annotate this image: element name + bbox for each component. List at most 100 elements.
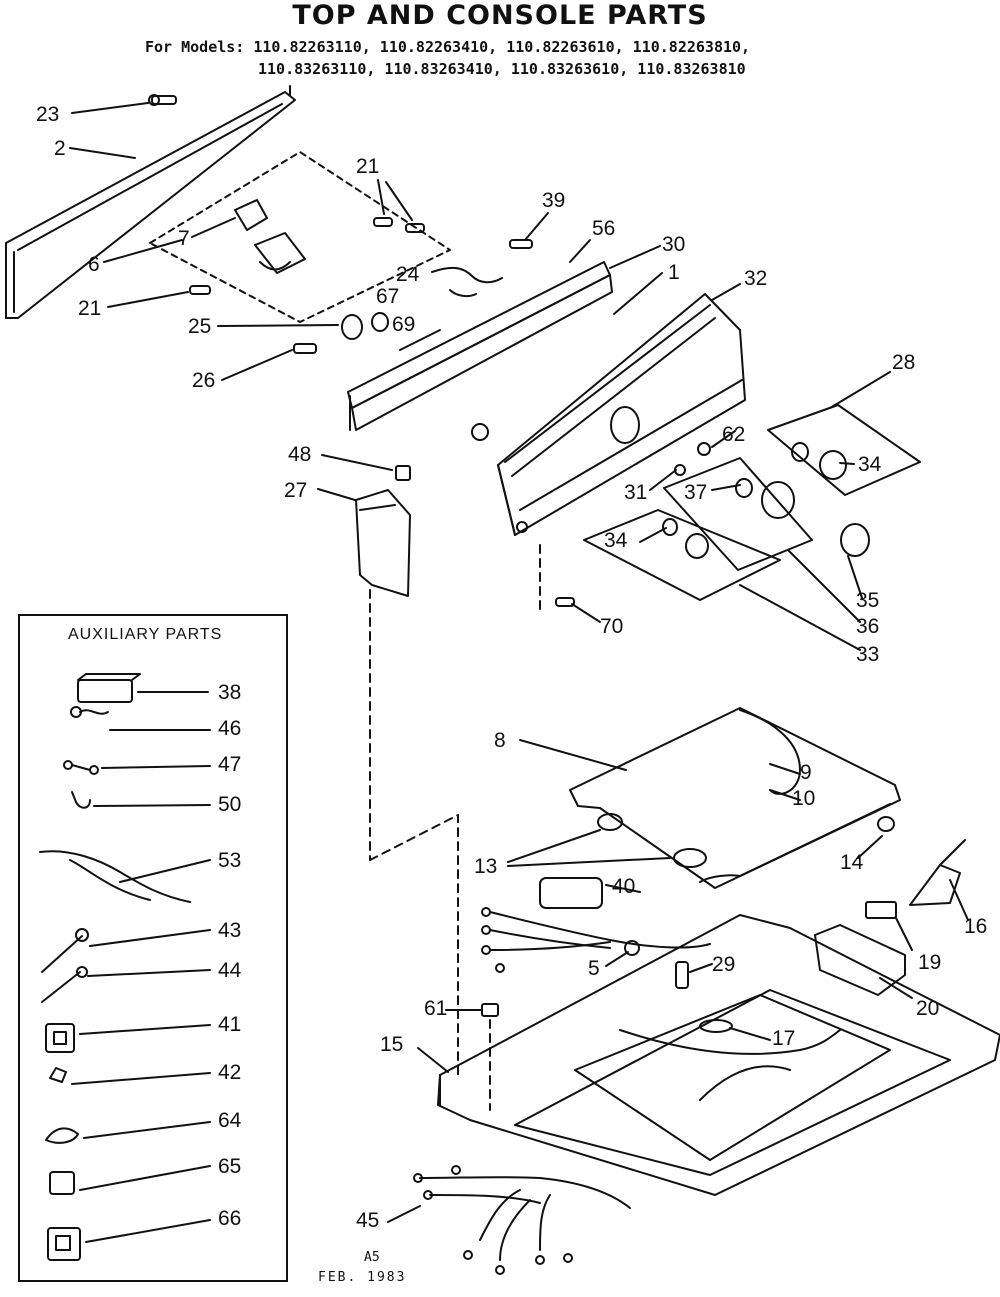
callout-15: 15 bbox=[380, 1033, 404, 1056]
aux-part-53 bbox=[39, 850, 191, 903]
callout-10: 10 bbox=[792, 787, 816, 810]
aux-callout-53: 53 bbox=[218, 849, 242, 872]
aux-callout-43: 43 bbox=[218, 919, 242, 942]
callout-31: 31 bbox=[624, 481, 648, 504]
callout-13: 13 bbox=[474, 855, 498, 878]
callout-26: 26 bbox=[192, 369, 216, 392]
end-cap-27 bbox=[355, 489, 411, 597]
screw-26 bbox=[293, 343, 317, 354]
aux-part-43 bbox=[41, 928, 89, 973]
aux-callout-44: 44 bbox=[218, 959, 242, 982]
aux-callout-46: 46 bbox=[218, 717, 242, 740]
callout-61: 61 bbox=[424, 997, 448, 1020]
callout-36: 36 bbox=[856, 615, 880, 638]
aux-part-50 bbox=[71, 791, 91, 809]
wire-harness-40 bbox=[481, 877, 711, 973]
models-line-1: For Models: 110.82263110, 110.82263410, … bbox=[145, 38, 751, 56]
knob-group-33 bbox=[583, 509, 781, 601]
callout-16: 16 bbox=[964, 915, 988, 938]
aux-part-47 bbox=[63, 760, 99, 775]
callout-35: 35 bbox=[856, 589, 880, 612]
callout-28: 28 bbox=[892, 351, 916, 374]
auxiliary-parts-box bbox=[18, 614, 288, 1282]
console-panel-32 bbox=[471, 293, 746, 536]
callout-32: 32 bbox=[744, 267, 768, 290]
callout-9: 9 bbox=[800, 761, 812, 784]
console-bracket-30 bbox=[347, 261, 613, 431]
callout-37: 37 bbox=[684, 481, 708, 504]
callout-39: 39 bbox=[542, 189, 566, 212]
auxiliary-parts-title: AUXILIARY PARTS bbox=[68, 626, 223, 643]
aux-part-46 bbox=[70, 706, 109, 718]
callout-6: 6 bbox=[88, 253, 100, 276]
aux-part-66 bbox=[47, 1227, 81, 1261]
callout-33: 33 bbox=[856, 643, 880, 666]
callout-5: 5 bbox=[588, 957, 600, 980]
bracket-20 bbox=[814, 924, 906, 996]
callout-45: 45 bbox=[356, 1209, 380, 1232]
models-line-2: 110.83263110, 110.83263410, 110.83263610… bbox=[258, 60, 746, 78]
callout-67: 67 bbox=[376, 285, 400, 308]
callout-20: 20 bbox=[916, 997, 940, 1020]
callout-40: 40 bbox=[612, 875, 636, 898]
aux-part-64 bbox=[45, 1127, 79, 1144]
screw-21-left bbox=[189, 285, 211, 295]
washer-top-15 bbox=[437, 914, 1000, 1196]
leader-lines bbox=[369, 544, 541, 1111]
callout-arrows bbox=[69, 102, 969, 1223]
aux-arrows bbox=[71, 691, 211, 1243]
grommet-5 bbox=[624, 940, 640, 956]
callout-7: 7 bbox=[178, 227, 190, 250]
aux-part-65 bbox=[49, 1171, 75, 1195]
callout-1: 1 bbox=[668, 261, 680, 284]
callout-70: 70 bbox=[600, 615, 624, 638]
callout-8: 8 bbox=[494, 729, 506, 752]
drawing-code: A5 bbox=[364, 1250, 380, 1265]
callout-30: 30 bbox=[662, 233, 686, 256]
part-29 bbox=[675, 961, 689, 989]
aux-callout-65: 65 bbox=[218, 1155, 242, 1178]
callout-23: 23 bbox=[36, 103, 60, 126]
callout-19: 19 bbox=[918, 951, 942, 974]
callout-56: 56 bbox=[592, 217, 616, 240]
aux-part-38 bbox=[77, 673, 141, 703]
callout-62: 62 bbox=[722, 423, 746, 446]
aux-callout-50: 50 bbox=[218, 793, 242, 816]
wiring-24 bbox=[399, 266, 503, 351]
callout-48: 48 bbox=[288, 443, 312, 466]
timer-parts-7 bbox=[234, 199, 306, 274]
screw-23 bbox=[148, 94, 177, 106]
wire-harness-45 bbox=[413, 1165, 631, 1275]
switch-16 bbox=[909, 839, 966, 906]
drawing-date: FEB. 1983 bbox=[318, 1270, 407, 1285]
rear-panel-part bbox=[5, 85, 296, 319]
callout-29: 29 bbox=[712, 953, 736, 976]
callout-24: 24 bbox=[396, 263, 420, 286]
screws-21-top bbox=[373, 217, 425, 233]
aux-callout-42: 42 bbox=[218, 1061, 242, 1084]
clip-48 bbox=[395, 465, 411, 481]
screw-39 bbox=[509, 239, 533, 249]
aux-callout-41: 41 bbox=[218, 1013, 242, 1036]
knob-group-36 bbox=[663, 457, 870, 571]
aux-part-42 bbox=[49, 1067, 67, 1083]
parts-62-31 bbox=[610, 406, 711, 476]
callout-21-left: 21 bbox=[78, 297, 102, 320]
aux-callout-66: 66 bbox=[218, 1207, 242, 1230]
callout-21-top: 21 bbox=[356, 155, 380, 178]
aux-part-44 bbox=[41, 966, 88, 1003]
aux-callout-38: 38 bbox=[218, 681, 242, 704]
control-panel-area bbox=[149, 151, 451, 323]
screw-70 bbox=[555, 597, 575, 607]
callout-34-right: 34 bbox=[858, 453, 882, 476]
aux-part-41 bbox=[45, 1023, 75, 1053]
switch-25 bbox=[341, 312, 389, 340]
callout-14: 14 bbox=[840, 851, 864, 874]
callout-25: 25 bbox=[188, 315, 212, 338]
callout-27: 27 bbox=[284, 479, 308, 502]
clip-61 bbox=[481, 1003, 499, 1017]
callout-17: 17 bbox=[772, 1027, 796, 1050]
aux-callout-47: 47 bbox=[218, 753, 242, 776]
switch-19 bbox=[865, 901, 897, 919]
